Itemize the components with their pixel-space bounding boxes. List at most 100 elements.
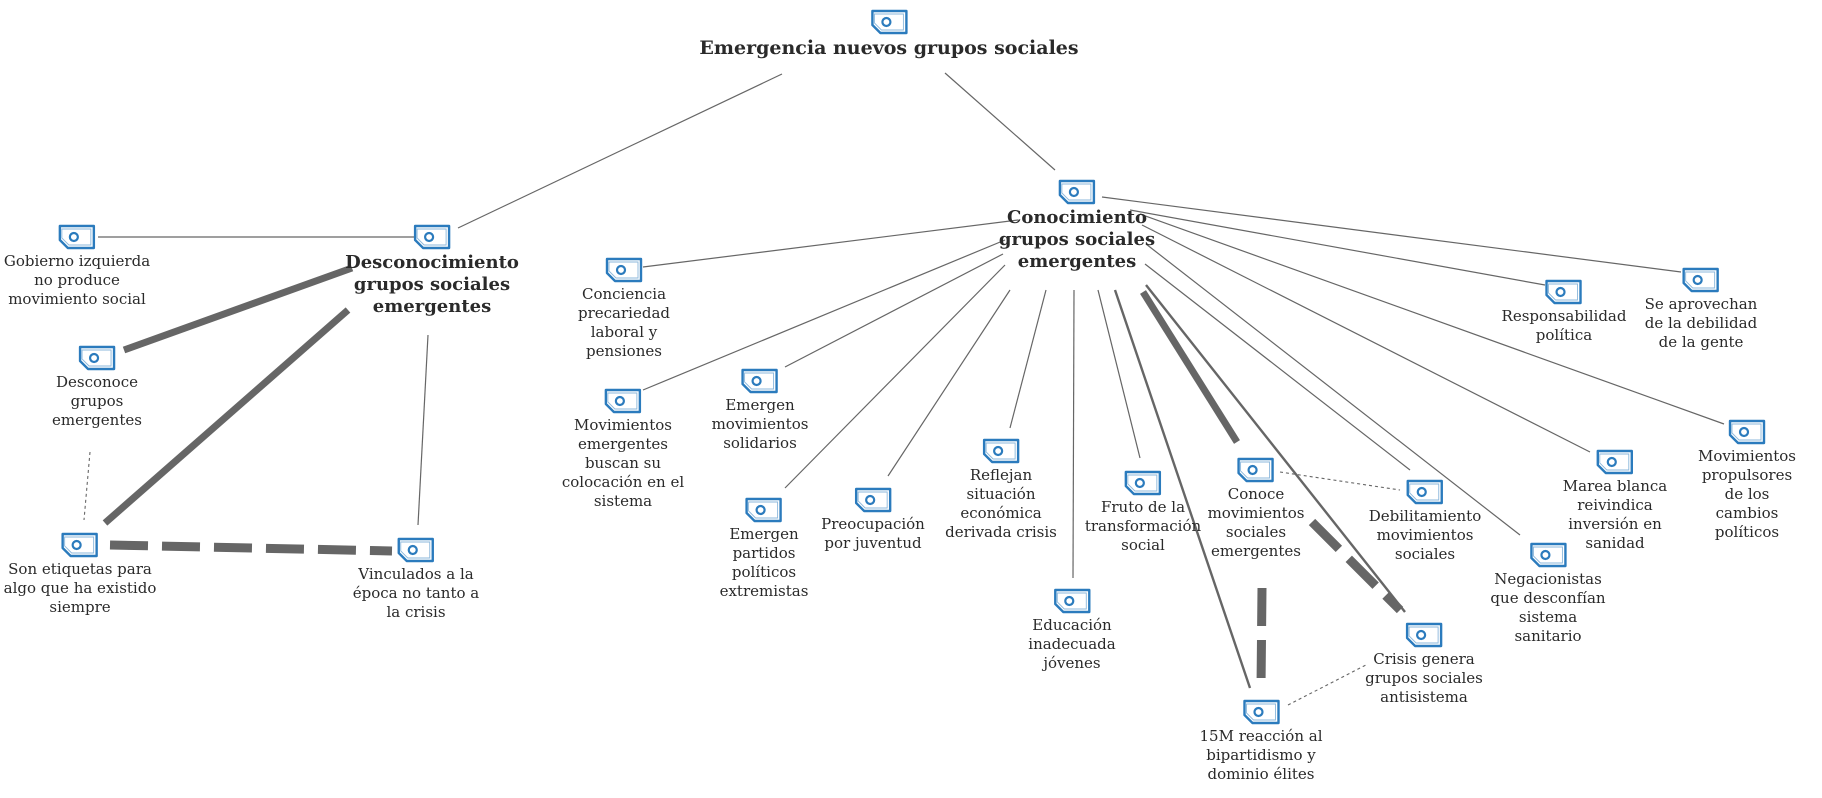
code-node-icon bbox=[603, 388, 643, 414]
edge-conocimiento-to-conoce bbox=[1140, 290, 1240, 444]
node-educacion[interactable]: Educación inadecuada jóvenes bbox=[1028, 588, 1116, 673]
node-gobierno[interactable]: Gobierno izquierda no produce movimiento… bbox=[4, 224, 150, 309]
code-node-icon bbox=[981, 438, 1021, 464]
code-node-icon bbox=[396, 537, 436, 563]
node-label: Se aprovechan de la debilidad de la gent… bbox=[1644, 295, 1758, 351]
node-marea[interactable]: Marea blanca reivindica inversión en san… bbox=[1563, 449, 1667, 553]
node-conocimiento[interactable]: Conocimiento grupos sociales emergentes bbox=[999, 179, 1155, 273]
node-label: Conocimiento grupos sociales emergentes bbox=[998, 207, 1156, 272]
code-node-icon bbox=[1057, 179, 1097, 205]
node-label: Son etiquetas para algo que ha existido … bbox=[3, 560, 157, 616]
code-node-icon bbox=[1405, 479, 1445, 505]
node-label: Preocupación por juventud bbox=[821, 515, 925, 552]
node-label: Crisis genera grupos sociales antisistem… bbox=[1365, 650, 1483, 706]
edge-etiquetas-to-vinculados bbox=[109, 540, 393, 556]
edge-15m-to-crisis_genera bbox=[1287, 664, 1367, 706]
node-label: Fruto de la transformación social bbox=[1084, 498, 1202, 554]
edge-conoce-to-15m bbox=[1256, 587, 1267, 689]
node-conciencia[interactable]: Conciencia precariedad laboral y pension… bbox=[578, 257, 670, 361]
node-15m[interactable]: 15M reacción al bipartidismo y dominio é… bbox=[1199, 699, 1323, 784]
code-node-icon bbox=[853, 487, 893, 513]
node-solidarios[interactable]: Emergen movimientos solidarios bbox=[711, 368, 809, 453]
code-node-icon bbox=[1528, 542, 1568, 568]
node-label: Desconocimiento grupos sociales emergent… bbox=[345, 252, 519, 317]
code-node-icon bbox=[1595, 449, 1635, 475]
node-label: Gobierno izquierda no produce movimiento… bbox=[3, 252, 151, 308]
node-propulsores[interactable]: Movimientos propulsores de los cambios p… bbox=[1698, 419, 1796, 542]
edge-root-to-desconocimiento bbox=[457, 73, 783, 229]
node-crisis-genera[interactable]: Crisis genera grupos sociales antisistem… bbox=[1365, 622, 1483, 707]
node-label: Responsabilidad política bbox=[1501, 307, 1627, 344]
edge-desconoce-to-etiquetas bbox=[83, 451, 91, 521]
edge-conocimiento-to-fruto bbox=[1097, 289, 1141, 459]
edge-conocimiento-to-propulsores bbox=[1139, 213, 1725, 425]
node-label: Marea blanca reivindica inversión en san… bbox=[1562, 477, 1668, 552]
node-label: Negacionistas que desconfían sistema san… bbox=[1490, 570, 1606, 645]
node-negacionistas[interactable]: Negacionistas que desconfían sistema san… bbox=[1490, 542, 1606, 646]
code-node-icon bbox=[60, 532, 100, 558]
node-root[interactable]: Emergencia nuevos grupos sociales bbox=[699, 9, 1079, 59]
edge-conocimiento-to-partidos bbox=[784, 264, 1006, 489]
code-node-icon bbox=[1404, 622, 1444, 648]
node-debilitamiento[interactable]: Debilitamiento movimientos sociales bbox=[1368, 479, 1482, 564]
node-reflejan[interactable]: Reflejan situación económica derivada cr… bbox=[945, 438, 1057, 542]
node-label: Reflejan situación económica derivada cr… bbox=[945, 466, 1057, 541]
code-node-icon bbox=[744, 497, 784, 523]
code-node-icon bbox=[1681, 267, 1721, 293]
code-node-icon bbox=[1544, 279, 1584, 305]
code-node-icon bbox=[1052, 588, 1092, 614]
edge-conocimiento-to-educacion bbox=[1072, 289, 1075, 579]
node-label: Conciencia precariedad laboral y pension… bbox=[578, 285, 670, 360]
node-label: Vinculados a la época no tanto a la cris… bbox=[352, 565, 480, 621]
node-label: Educación inadecuada jóvenes bbox=[1028, 616, 1116, 672]
node-label: Movimientos propulsores de los cambios p… bbox=[1698, 447, 1796, 541]
node-vinculados[interactable]: Vinculados a la época no tanto a la cris… bbox=[353, 537, 479, 622]
edge-conocimiento-to-debilitamiento bbox=[1144, 263, 1411, 471]
node-label: 15M reacción al bipartidismo y dominio é… bbox=[1199, 727, 1323, 783]
edge-desconocimiento-to-desconoce bbox=[122, 264, 354, 354]
edge-conocimiento-to-solidarios bbox=[784, 253, 1004, 368]
node-label: Debilitamiento movimientos sociales bbox=[1368, 507, 1482, 563]
edge-conoce-to-debilitamiento bbox=[1279, 471, 1401, 491]
edge-root-to-conocimiento bbox=[944, 72, 1056, 171]
node-conoce[interactable]: Conoce movimientos sociales emergentes bbox=[1207, 457, 1305, 561]
node-partidos[interactable]: Emergen partidos políticos extremistas bbox=[719, 497, 809, 601]
node-label: Desconoce grupos emergentes bbox=[52, 373, 142, 429]
edge-conocimiento-to-15m bbox=[1113, 289, 1252, 689]
node-desconoce[interactable]: Desconoce grupos emergentes bbox=[52, 345, 142, 430]
node-label: Conoce movimientos sociales emergentes bbox=[1207, 485, 1305, 560]
edge-desconocimiento-to-vinculados bbox=[417, 334, 429, 526]
node-desconocimiento[interactable]: Desconocimiento grupos sociales emergent… bbox=[345, 224, 519, 318]
edge-conocimiento-to-negacionistas bbox=[1145, 243, 1521, 536]
code-node-icon bbox=[77, 345, 117, 371]
edge-conocimiento-to-juventud bbox=[887, 289, 1011, 477]
node-responsabilidad[interactable]: Responsabilidad política bbox=[1501, 279, 1627, 345]
node-fruto[interactable]: Fruto de la transformación social bbox=[1085, 470, 1201, 555]
edge-conocimiento-to-marea bbox=[1141, 224, 1591, 453]
node-label: Emergen movimientos solidarios bbox=[711, 396, 809, 452]
edge-conocimiento-to-aprovechan bbox=[1101, 196, 1682, 273]
code-node-icon bbox=[1241, 699, 1281, 725]
edge-conocimiento-to-responsabilidad bbox=[1129, 209, 1546, 286]
code-node-icon bbox=[1236, 457, 1276, 483]
code-node-icon bbox=[604, 257, 644, 283]
code-node-icon bbox=[412, 224, 452, 250]
code-node-icon bbox=[57, 224, 97, 250]
code-node-icon bbox=[869, 9, 909, 35]
node-etiquetas[interactable]: Son etiquetas para algo que ha existido … bbox=[3, 532, 157, 617]
node-label: Emergencia nuevos grupos sociales bbox=[699, 37, 1079, 59]
edge-desconocimiento-to-etiquetas bbox=[102, 307, 351, 526]
node-juventud[interactable]: Preocupación por juventud bbox=[821, 487, 925, 553]
node-aprovechan[interactable]: Se aprovechan de la debilidad de la gent… bbox=[1644, 267, 1758, 352]
node-label: Movimientos emergentes buscan su colocac… bbox=[561, 416, 685, 510]
edge-conocimiento-to-crisis_genera bbox=[1145, 284, 1406, 613]
node-movimientos-emergentes[interactable]: Movimientos emergentes buscan su colocac… bbox=[562, 388, 684, 511]
edge-conocimiento-to-reflejan bbox=[1009, 289, 1047, 429]
code-node-icon bbox=[740, 368, 780, 394]
code-node-icon bbox=[1727, 419, 1767, 445]
edge-conoce-to-crisis_genera bbox=[1308, 518, 1404, 614]
node-label: Emergen partidos políticos extremistas bbox=[719, 525, 809, 600]
edge-conocimiento-to-movimientos_emergentes bbox=[642, 239, 1006, 391]
